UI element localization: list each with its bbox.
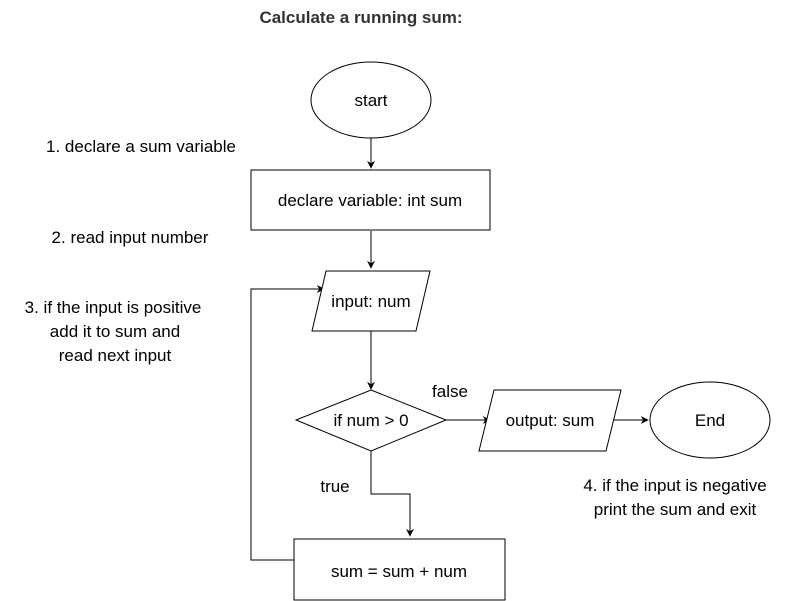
input-parallelogram <box>311 270 431 332</box>
note-step-3-line-1: 3. if the input is positive <box>25 298 202 317</box>
input-label: input: num <box>331 292 410 311</box>
input-node: input: num <box>311 270 431 332</box>
note-step-4: 4. if the input is negative print the su… <box>583 476 766 519</box>
edges <box>250 138 649 561</box>
add-label: sum = sum + num <box>331 562 467 581</box>
end-ellipse <box>649 381 771 459</box>
start-node: start <box>310 61 432 139</box>
end-node: End <box>649 381 771 459</box>
decision-label: if num > 0 <box>333 411 408 430</box>
note-step-4-line-2: print the sum and exit <box>594 500 757 519</box>
start-label: start <box>354 91 387 110</box>
add-node: sum = sum + num <box>293 538 506 601</box>
start-ellipse <box>310 61 432 139</box>
add-box <box>293 538 506 601</box>
declare-node: declare variable: int sum <box>250 169 491 231</box>
end-label: End <box>695 411 725 430</box>
note-step-3: 3. if the input is positive add it to su… <box>25 298 202 365</box>
note-step-1: 1. declare a sum variable <box>46 137 236 156</box>
note-step-3-line-3: read next input <box>59 346 172 365</box>
output-node: output: sum <box>478 389 622 452</box>
decision-diamond <box>294 389 448 452</box>
output-label: output: sum <box>506 411 595 430</box>
true-edge-label: true <box>320 477 349 496</box>
declare-label: declare variable: int sum <box>278 191 462 210</box>
declare-box <box>250 169 491 231</box>
edge-add-loop-to-input <box>250 285 325 561</box>
note-step-2: 2. read input number <box>52 228 209 247</box>
false-edge-label: false <box>432 382 468 401</box>
note-step-3-line-2: add it to sum and <box>50 322 180 341</box>
edge-decision-to-add <box>370 451 414 537</box>
diagram-title: Calculate a running sum: <box>259 8 462 27</box>
decision-node: if num > 0 <box>294 389 448 452</box>
note-step-4-line-1: 4. if the input is negative <box>583 476 766 495</box>
output-parallelogram <box>478 389 622 452</box>
